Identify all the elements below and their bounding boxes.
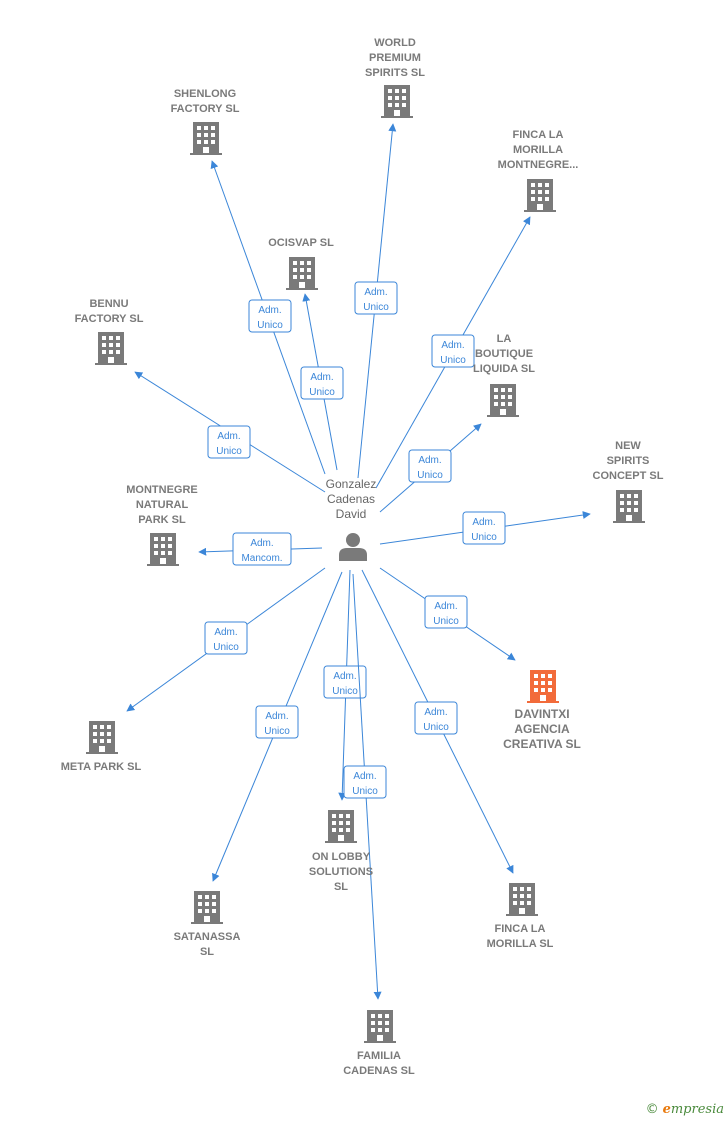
svg-text:Adm.: Adm. — [441, 340, 464, 351]
edge-role-label[interactable]: Adm. Unico — [204, 621, 248, 655]
svg-text:Adm.: Adm. — [434, 601, 457, 612]
svg-text:Unico: Unico — [352, 786, 378, 797]
building-icon — [613, 490, 645, 523]
svg-text:Unico: Unico — [471, 532, 497, 543]
svg-text:Adm.: Adm. — [250, 538, 273, 549]
building-icon — [524, 179, 556, 212]
svg-text:Unico: Unico — [363, 302, 389, 313]
svg-text:Unico: Unico — [257, 320, 283, 331]
svg-text:Mancom.: Mancom. — [241, 553, 282, 564]
svg-text:Unico: Unico — [264, 726, 290, 737]
svg-text:Adm.: Adm. — [353, 771, 376, 782]
building-icon — [381, 85, 413, 118]
edge-role-label[interactable]: Adm. Unico — [248, 299, 292, 333]
svg-text:Unico: Unico — [213, 642, 239, 653]
building-icon — [527, 670, 559, 703]
svg-text:Adm.: Adm. — [424, 707, 447, 718]
svg-text:Adm.: Adm. — [265, 711, 288, 722]
svg-text:Adm.: Adm. — [472, 517, 495, 528]
svg-text:Unico: Unico — [423, 722, 449, 733]
person-icon — [339, 533, 367, 561]
svg-text:Adm.: Adm. — [333, 671, 356, 682]
edge-role-label[interactable]: Adm. Unico — [354, 281, 398, 315]
edge-role-label[interactable]: Adm. Unico — [462, 511, 506, 545]
edge-role-label[interactable]: Adm. Unico — [414, 701, 458, 735]
svg-text:Unico: Unico — [309, 387, 335, 398]
building-icon — [86, 721, 118, 754]
building-icon — [286, 257, 318, 290]
company-node-ocisvap[interactable]: OCISVAP SL — [268, 237, 334, 290]
company-node-meta-park[interactable]: META PARK SL — [61, 721, 142, 773]
svg-text:Unico: Unico — [332, 686, 358, 697]
edge-role-label[interactable]: Adm. Unico — [431, 334, 475, 368]
svg-text:Unico: Unico — [433, 616, 459, 627]
edge-role-label[interactable]: Adm. Unico — [424, 595, 468, 629]
svg-text:Unico: Unico — [216, 446, 242, 457]
edge-role-label[interactable]: Adm. Unico — [255, 705, 299, 739]
building-icon — [190, 122, 222, 155]
building-icon — [191, 891, 223, 924]
edge-role-label[interactable]: Adm. Unico — [343, 765, 387, 799]
building-icon — [364, 1010, 396, 1043]
company-name: META PARK SL — [61, 761, 142, 773]
building-icon — [95, 332, 127, 365]
svg-text:Unico: Unico — [440, 355, 466, 366]
edge-role-label[interactable]: Adm. Unico — [323, 665, 367, 699]
svg-text:Adm.: Adm. — [217, 431, 240, 442]
svg-text:Adm.: Adm. — [310, 372, 333, 383]
edge-role-label[interactable]: Adm. Mancom. — [232, 532, 292, 566]
edges: Adm.UnicoAdm.UnicoAdm.UnicoAdm.UnicoAdm.… — [126, 123, 591, 1000]
edge-role-label[interactable]: Adm. Unico — [300, 366, 344, 400]
building-icon — [506, 883, 538, 916]
svg-text:Adm.: Adm. — [418, 455, 441, 466]
brand-logo: ©empresia — [645, 1102, 724, 1117]
building-icon — [487, 384, 519, 417]
svg-text:Adm.: Adm. — [214, 627, 237, 638]
svg-text:Adm.: Adm. — [364, 287, 387, 298]
edge-role-label[interactable]: Adm. Unico — [207, 425, 251, 459]
company-name: OCISVAP SL — [268, 237, 334, 249]
building-icon — [325, 810, 357, 843]
copyright-icon: © — [645, 1102, 659, 1117]
svg-text:Adm.: Adm. — [258, 305, 281, 316]
building-icon — [147, 533, 179, 566]
svg-text:Unico: Unico — [417, 470, 443, 481]
edge-role-label[interactable]: Adm. Unico — [408, 449, 452, 483]
